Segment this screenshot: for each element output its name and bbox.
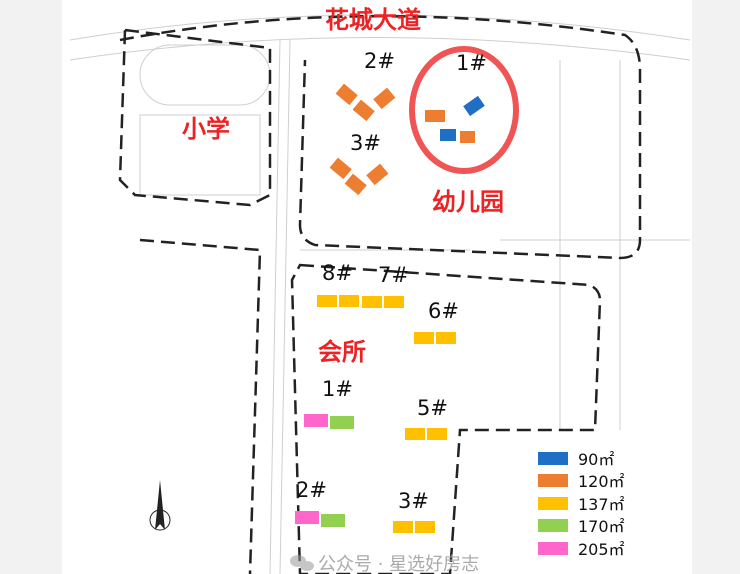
unit-120-block — [460, 131, 475, 143]
building-label: 7# — [378, 263, 409, 287]
legend-swatch-90 — [538, 452, 568, 465]
unit-90-block — [440, 129, 456, 141]
unit-137-block — [436, 332, 456, 344]
unit-137-block — [415, 521, 435, 533]
south-block-boundary — [290, 263, 602, 574]
unit-120-block — [366, 163, 389, 186]
legend-label: 90㎡ — [578, 450, 614, 469]
building-label: 1# — [456, 51, 487, 75]
unit-120-block — [329, 157, 352, 180]
building-label: 5# — [417, 396, 448, 420]
building-label: 3# — [398, 489, 429, 513]
unit-120-block — [344, 173, 367, 196]
building-label: 6# — [428, 299, 459, 323]
legend-swatch-120 — [538, 474, 568, 487]
north-buildings — [329, 83, 485, 196]
watermark: 公众号 · 星选好房志 — [318, 554, 479, 574]
unit-120-block — [425, 110, 445, 122]
unit-205-block — [295, 511, 319, 524]
building-label: 1# — [322, 377, 353, 401]
west-boundary — [139, 238, 262, 574]
clubhouse-label: 会所 — [318, 338, 366, 366]
unit-137-block — [414, 332, 434, 344]
unit-137-block — [405, 428, 425, 440]
kindergarten-label: 幼儿园 — [432, 188, 504, 216]
north-block-boundary — [119, 14, 642, 260]
legend-label: 205㎡ — [578, 540, 625, 559]
school-boundary — [118, 28, 272, 207]
unit-170-block — [330, 416, 354, 429]
site-boundaries — [118, 14, 642, 574]
unit-170-block — [321, 514, 345, 527]
legend-swatch-170 — [538, 519, 568, 532]
unit-120-block — [335, 83, 358, 106]
unit-120-block — [373, 87, 396, 110]
wechat-icon — [290, 555, 314, 571]
building-label: 2# — [364, 49, 395, 73]
unit-137-block — [317, 295, 337, 307]
north-arrow-icon — [149, 480, 171, 531]
unit-205-block — [304, 414, 328, 427]
road-label: 花城大道 — [325, 6, 421, 34]
legend-label: 137㎡ — [578, 495, 625, 514]
unit-90-block — [463, 95, 485, 117]
legend-label: 170㎡ — [578, 517, 625, 536]
legend-swatch-137 — [538, 497, 568, 510]
unit-137-block — [339, 295, 359, 307]
unit-137-block — [427, 428, 447, 440]
building-label: 2# — [296, 478, 327, 502]
building-label: 8# — [322, 261, 353, 285]
south-buildings — [295, 295, 456, 533]
legend-label: 120㎡ — [578, 472, 625, 491]
building-label: 3# — [350, 131, 381, 155]
unit-120-block — [352, 99, 375, 122]
unit-137-block — [393, 521, 413, 533]
legend-panel — [492, 432, 692, 574]
school-label: 小学 — [182, 115, 230, 143]
unit-137-block — [362, 296, 382, 308]
highlight-circle — [409, 46, 519, 174]
unit-137-block — [384, 296, 404, 308]
legend: 90㎡ 120㎡ 137㎡ 170㎡ 205㎡ — [538, 450, 625, 559]
legend-swatch-205 — [538, 542, 568, 555]
